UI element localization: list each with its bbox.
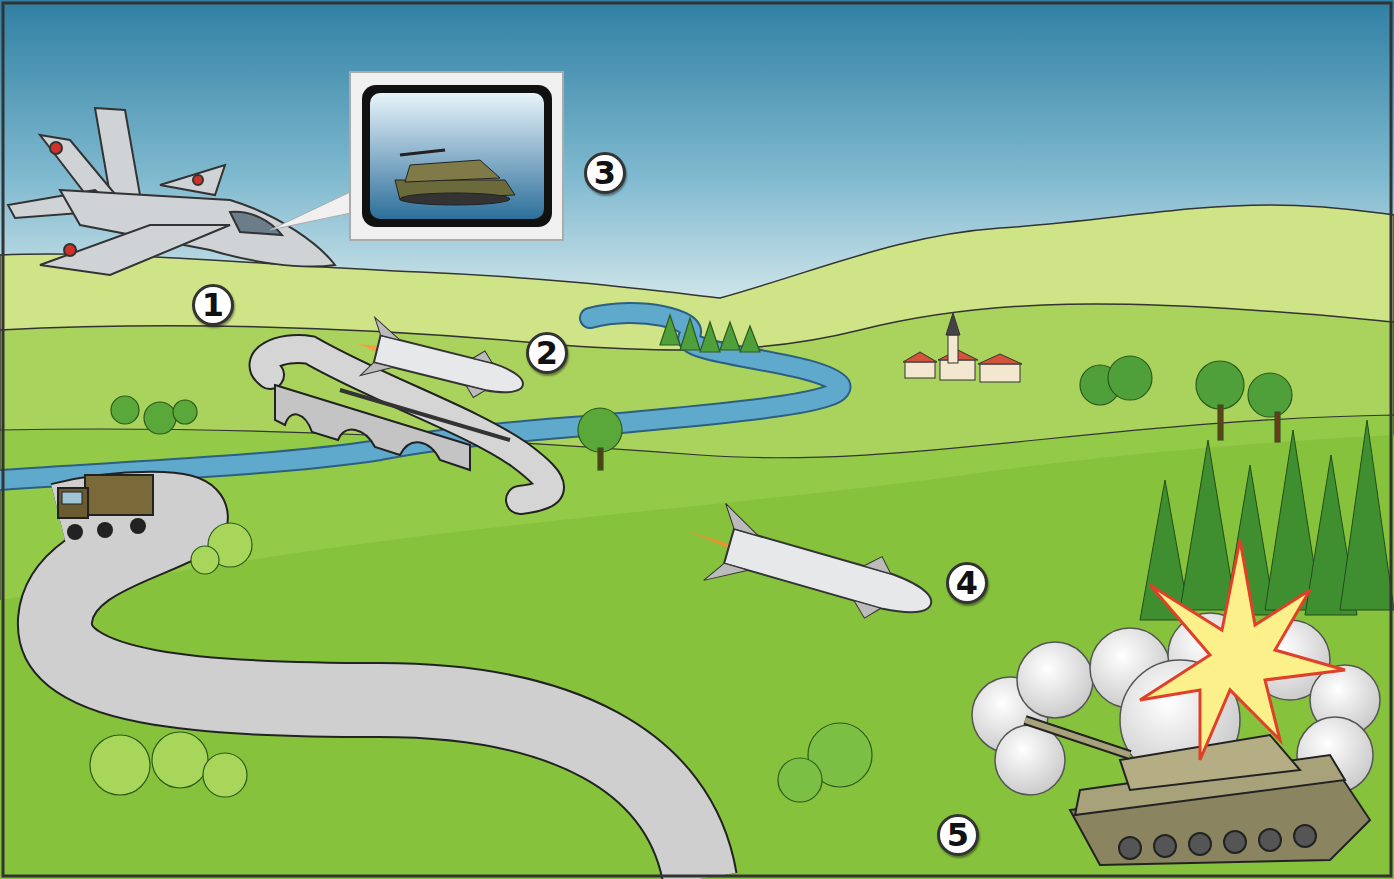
bomb bbox=[675, 495, 942, 642]
callout-number: 1 bbox=[192, 284, 234, 326]
screen-callout bbox=[270, 72, 563, 240]
road bbox=[55, 509, 700, 879]
trees bbox=[90, 315, 1292, 802]
bomb bbox=[351, 315, 530, 414]
frame bbox=[3, 3, 1391, 876]
road-edge bbox=[55, 509, 700, 879]
callout-number: 4 bbox=[946, 562, 988, 604]
explosion bbox=[1140, 540, 1345, 760]
callout-number: 5 bbox=[937, 814, 979, 856]
middle-hills bbox=[0, 304, 1394, 879]
village bbox=[903, 313, 1022, 382]
near-field bbox=[0, 415, 1394, 879]
jet bbox=[8, 108, 335, 275]
tank bbox=[1025, 720, 1370, 865]
callout-number: 3 bbox=[584, 152, 626, 194]
foreground-field bbox=[0, 435, 1394, 879]
bridge bbox=[275, 385, 510, 470]
forest bbox=[1140, 420, 1394, 620]
callout-number: 2 bbox=[526, 332, 568, 374]
truck bbox=[58, 475, 153, 540]
